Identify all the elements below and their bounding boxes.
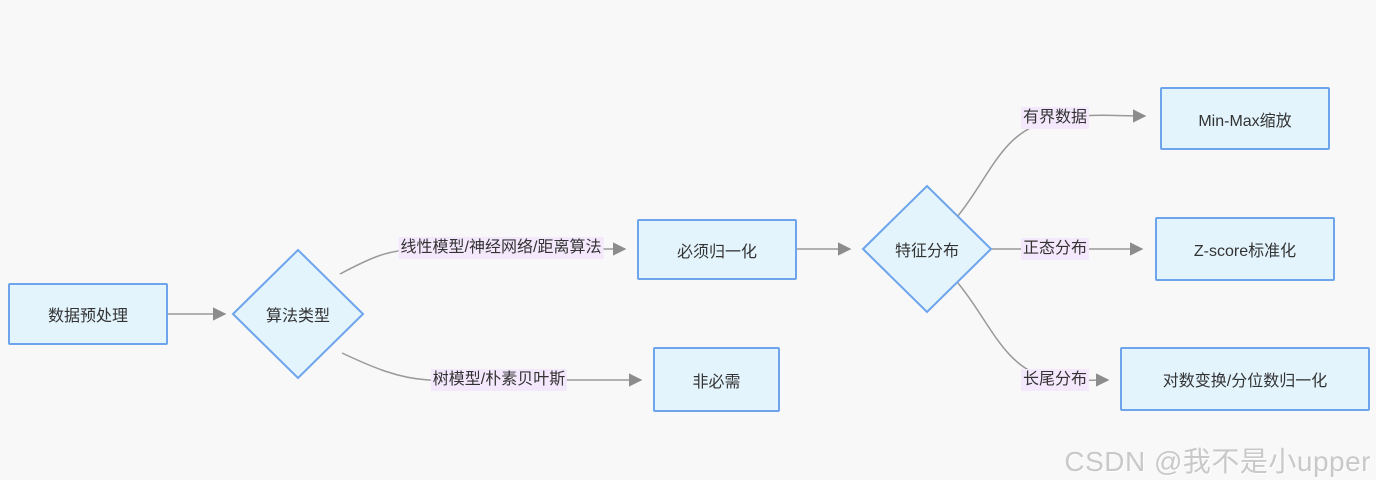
node-must-normalize: 必须归一化: [637, 219, 797, 280]
edge-dist-logq: [952, 276, 1110, 387]
node-zscore-standardization: Z-score标准化: [1155, 217, 1335, 281]
decision-node-algorithm-type-label: 算法类型: [265, 308, 330, 325]
node-log-quantile-normalization: 对数变换/分位数归一化: [1120, 347, 1370, 411]
edge-dist-minmax: [952, 109, 1147, 223]
edge-label-normal-distribution: 正态分布: [1020, 238, 1090, 260]
decision-node-feature-distribution-label: 特征分布: [894, 243, 959, 260]
decision-node-algo-shape: [231, 248, 365, 380]
edge-label-longtail-distribution: 长尾分布: [1020, 369, 1090, 391]
edge-label-bounded-data: 有界数据: [1020, 107, 1090, 129]
edge-algo-notneed: [341, 352, 643, 387]
node-data-preprocessing: 数据预处理: [8, 283, 168, 345]
decision-node-dist-shape: [861, 184, 993, 314]
edge-label-linear-models: 线性模型/神经网络/距离算法: [398, 237, 604, 259]
node-minmax-scaling: Min-Max缩放: [1160, 87, 1330, 150]
edge-label-tree-models: 树模型/朴素贝叶斯: [430, 369, 568, 391]
csdn-watermark: CSDN @我不是小upper: [1064, 446, 1371, 477]
node-not-required: 非必需: [653, 347, 780, 412]
